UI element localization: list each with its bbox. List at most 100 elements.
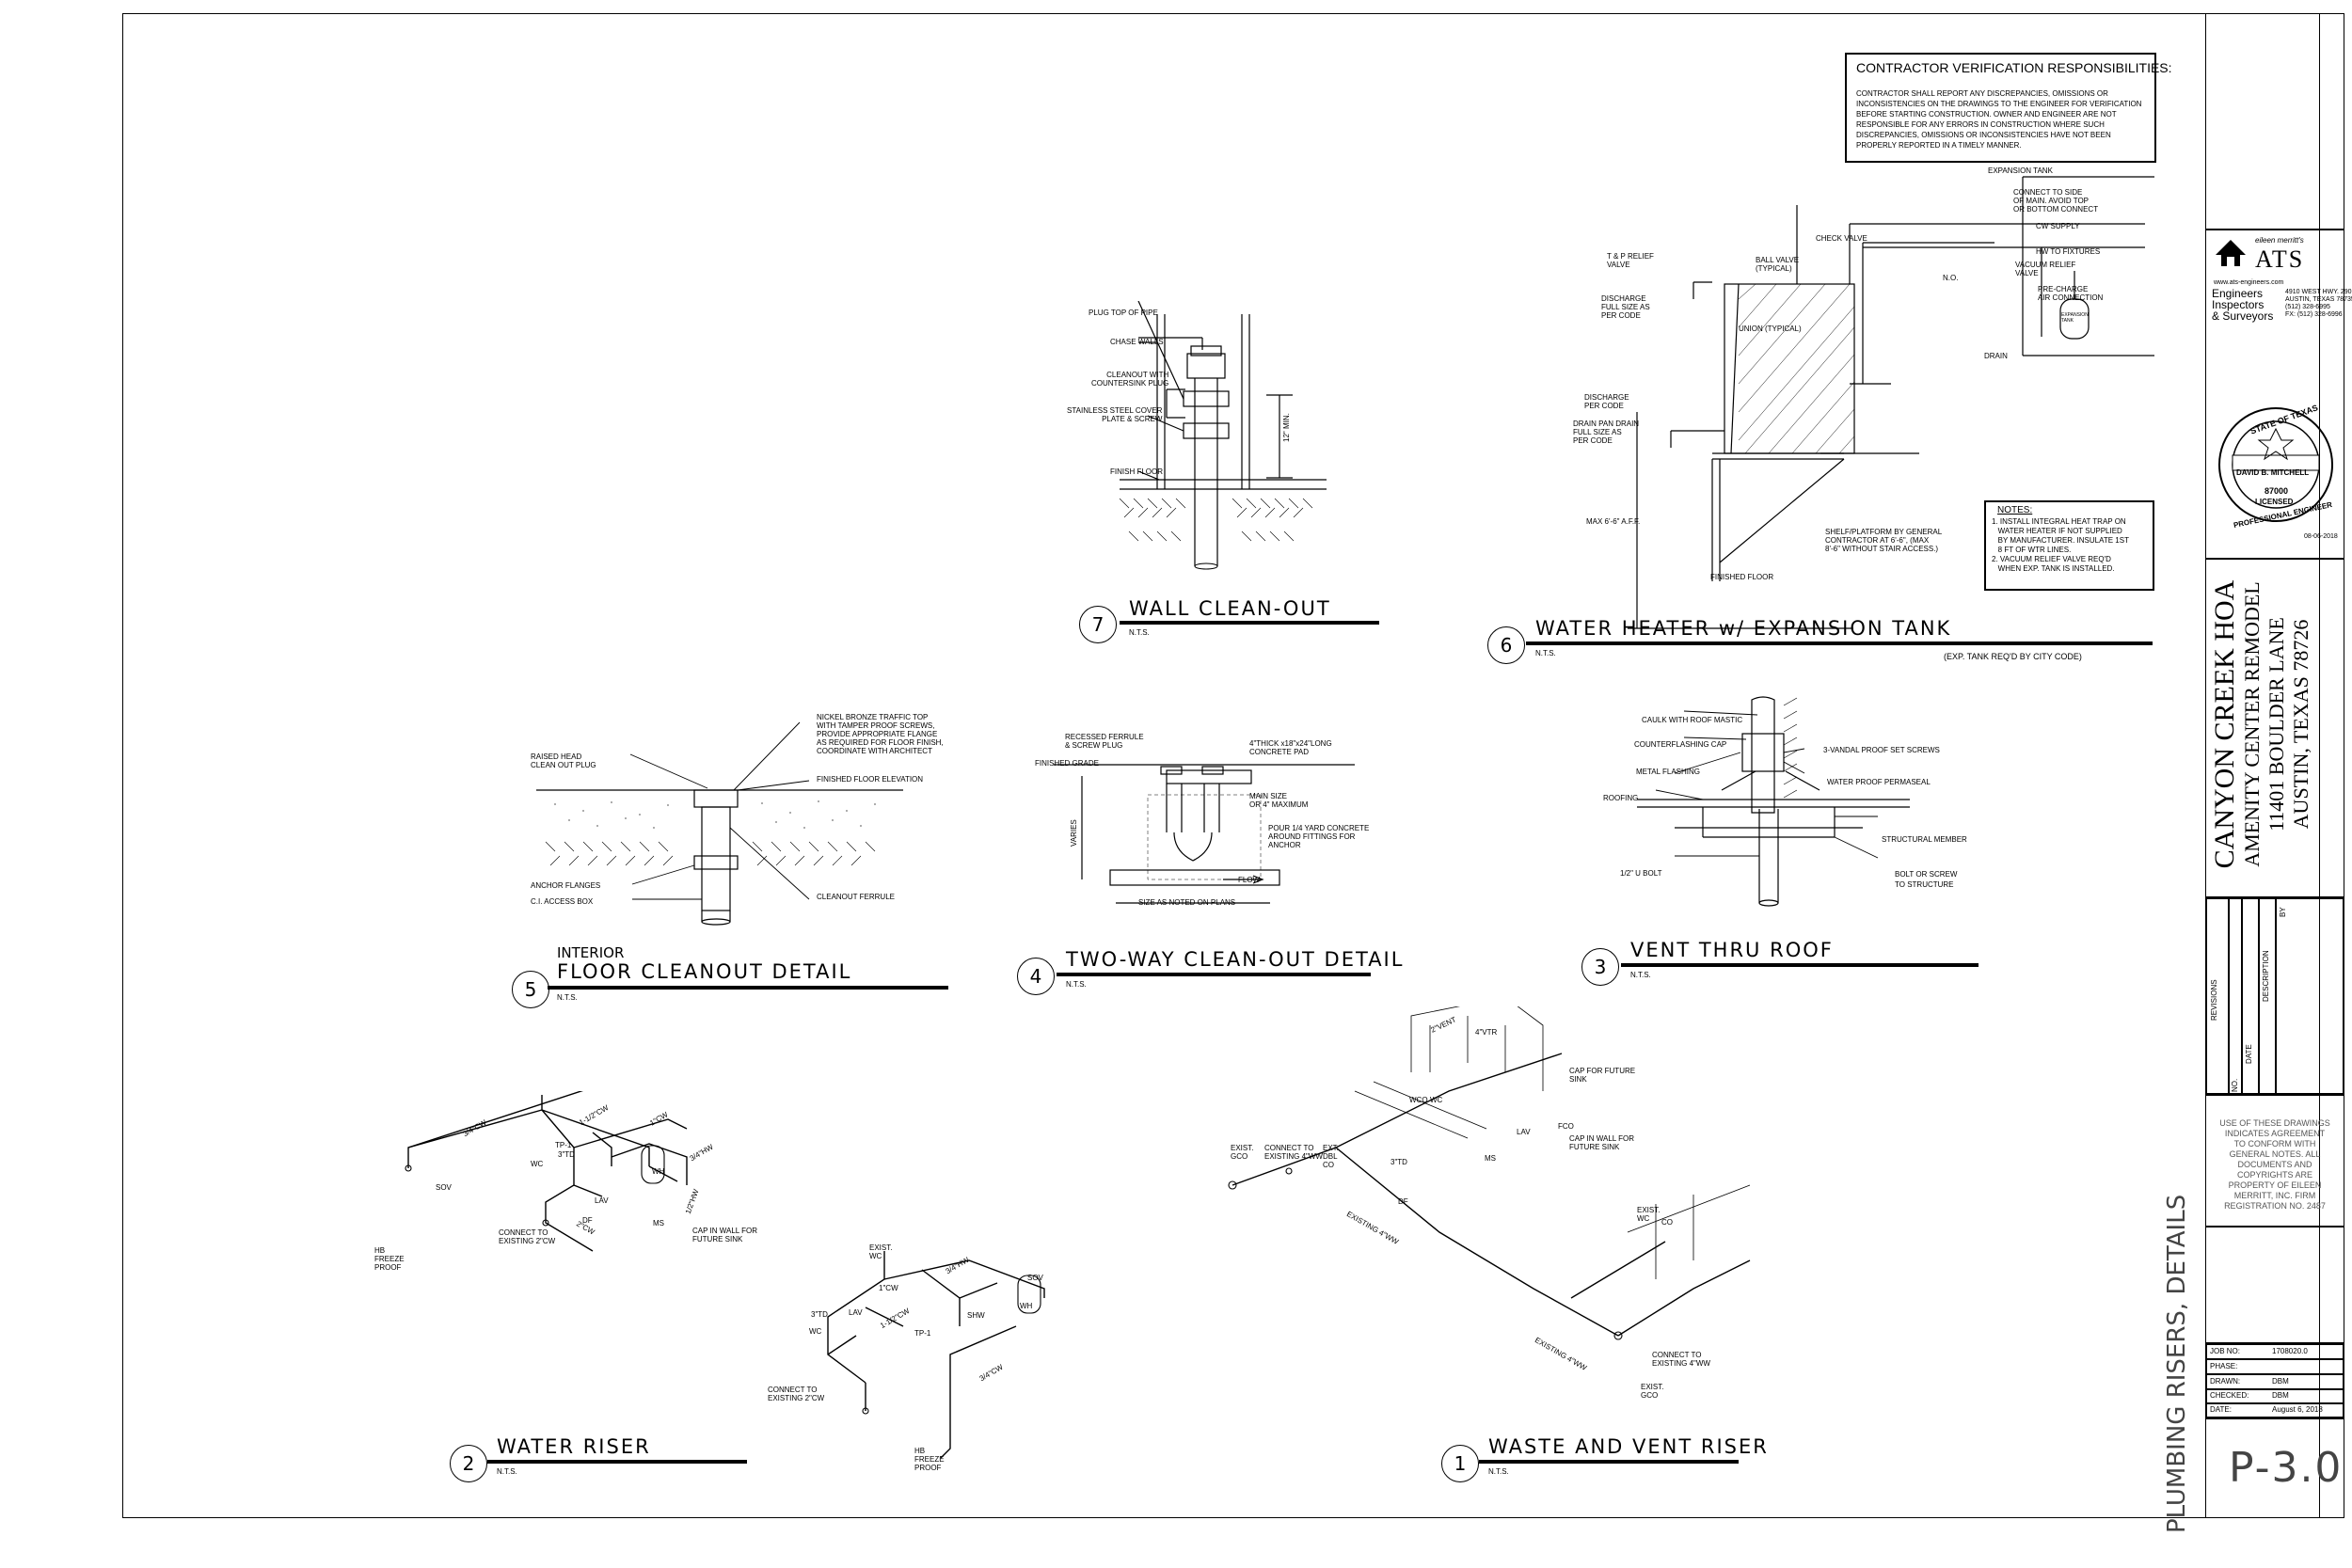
label-finish-floor: FINISH FLOOR: [1110, 467, 1164, 476]
rev-head-date: DATE: [2245, 1044, 2253, 1064]
info-val-checked: DBM: [2272, 1391, 2289, 1400]
label-12-min: 12" MIN.: [1282, 413, 1291, 442]
verification-line-1: CONTRACTOR SHALL REPORT ANY DISCREPANCIE…: [1856, 89, 2108, 98]
rev-head-desc: DESCRIPTION: [2262, 950, 2270, 1002]
wh-precharge: PRE-CHARGE AIR CONNECTION: [2038, 285, 2104, 302]
wr2-shw: SHW: [967, 1311, 985, 1320]
info-row-checked: [2206, 1389, 2344, 1403]
verification-line-5: DISCREPANCIES, OMISSIONS OR INCONSISTENC…: [1856, 131, 2111, 139]
vr-caulk: CAULK WITH ROOF MASTIC: [1642, 716, 1743, 724]
detail-2-bubble: 2: [450, 1445, 487, 1482]
project-line-2: AMENITY CENTER REMODEL: [2240, 581, 2264, 867]
project-line-4: AUSTIN, TEXAS 78726: [2289, 619, 2312, 830]
firm-logo: eileen merritt's ATS: [2214, 236, 2336, 279]
water-riser-drawing: [405, 1091, 688, 1252]
tw-pour-concrete: POUR 1/4 YARD CONCRETE AROUND FITTINGS F…: [1268, 824, 1370, 849]
label-plug-top: PLUG TOP OF PIPE: [1089, 309, 1158, 317]
wv-lav: LAV: [1517, 1128, 1531, 1136]
job-info-cell: JOB NO: 1708020.0 PHASE: DRAWN: DBM CHEC…: [2205, 1343, 2344, 1418]
detail-3-bubble: 3: [1581, 948, 1619, 986]
wr-label-cap-wall: CAP IN WALL FOR FUTURE SINK: [692, 1227, 758, 1243]
rev-head-no: NO.: [2231, 1078, 2239, 1092]
wr-label-connect: CONNECT TO EXISTING 2"CW: [499, 1228, 556, 1245]
detail-5-title: FLOOR CLEANOUT DETAIL: [557, 960, 852, 983]
fc-nickel-top: NICKEL BRONZE TRAFFIC TOP WITH TAMPER PR…: [817, 713, 944, 755]
wh-vacuum-relief: VACUUM RELIEF VALVE: [2015, 261, 2076, 277]
detail-1-bubble: 1: [1441, 1445, 1479, 1482]
rev-head-by: BY: [2279, 907, 2287, 917]
wr-label-tp1: TP-1: [555, 1141, 572, 1149]
detail-1-nts: N.T.S.: [1488, 1467, 1509, 1476]
drawing-border: [122, 13, 2320, 1518]
detail-6-nts: N.T.S.: [1535, 649, 1556, 657]
tw-main-size: MAIN SIZE OR 4" MAXIMUM: [1249, 792, 1309, 809]
tw-recessed-ferrule: RECESSED FERRULE & SCREW PLUG: [1065, 733, 1144, 750]
fc-raised-head: RAISED HEAD CLEAN OUT PLUG: [531, 752, 596, 769]
verification-title: CONTRACTOR VERIFICATION RESPONSIBILITIES…: [1856, 60, 2172, 75]
detail-4-bubble: 4: [1017, 958, 1055, 995]
wv-connect-1: CONNECT TO EXISTING 4"WW: [1264, 1144, 1323, 1161]
wh-union: UNION (TYPICAL): [1739, 325, 1802, 333]
wr2-tp1: TP-1: [914, 1329, 931, 1338]
detail-4-underline: [1057, 973, 1371, 976]
wh-finished-floor: FINISHED FLOOR: [1710, 573, 1774, 581]
label-cleanout-plug: CLEANOUT WITH COUNTERSINK PLUG: [1091, 371, 1169, 388]
seal-date: 08-06-2018: [2304, 533, 2338, 540]
copyright-text: USE OF THESE DRAWINGS INDICATES AGREEMEN…: [2219, 1118, 2330, 1211]
water-riser-2-drawing: [827, 1251, 1045, 1459]
seal-licensed: LICENSED: [2255, 498, 2294, 506]
detail-2-nts: N.T.S.: [497, 1467, 517, 1476]
wh-drain: DRAIN: [1984, 352, 2008, 360]
info-key-checked: CHECKED:: [2210, 1391, 2249, 1400]
engineer-seal: [2218, 407, 2333, 522]
info-val-date: August 6, 2018: [2272, 1405, 2323, 1414]
wv-fco: FCO: [1558, 1122, 1574, 1131]
verification-line-4: RESPONSIBLE FOR ANY ERRORS IN CONSTRUCTI…: [1856, 120, 2105, 129]
wh-hw-fixtures: HW TO FIXTURES: [2036, 247, 2101, 256]
wv-cap-wall: CAP IN WALL FOR FUTURE SINK: [1569, 1134, 1635, 1151]
fc-access-box: C.I. ACCESS BOX: [531, 897, 594, 906]
firm-line-3: & Surveyors: [2212, 309, 2274, 323]
wv-ext-dbl-co-1: EXT. DBL CO: [1323, 1144, 1339, 1169]
rev-col-desc: [2259, 898, 2276, 1094]
verification-line-2: INCONSISTENCIES ON THE DRAWINGS TO THE E…: [1856, 100, 2142, 108]
fc-finished-floor: FINISHED FLOOR ELEVATION: [817, 775, 924, 784]
detail-7-bubble: 7: [1079, 606, 1117, 643]
wv-3td: 3"TD: [1391, 1158, 1407, 1166]
wr-label-sov-1: SOV: [436, 1183, 452, 1192]
seal-number: 87000: [2265, 486, 2289, 496]
tw-size-plans: SIZE AS NOTED ON PLANS: [1138, 898, 1236, 907]
detail-3-nts: N.T.S.: [1630, 971, 1651, 979]
vr-roofing: ROOFING: [1603, 794, 1639, 802]
detail-6-title: WATER HEATER w/ EXPANSION TANK: [1535, 617, 1952, 640]
detail-2-underline: [487, 1460, 747, 1464]
project-cell: CANYON CREEK HOA AMENITY CENTER REMODEL …: [2205, 559, 2344, 897]
wr-label-lav: LAV: [595, 1196, 609, 1205]
info-val-job: 1708020.0: [2272, 1347, 2308, 1355]
detail-1-underline: [1479, 1460, 1739, 1464]
wh-ball-valve: BALL VALVE (TYPICAL): [1756, 256, 1800, 273]
detail-5-pre: INTERIOR: [557, 944, 625, 961]
rev-col-no: [2229, 898, 2242, 1094]
vr-metal-flashing: METAL FLASHING: [1636, 768, 1701, 776]
water-heater-drawing: [1628, 176, 2154, 629]
wr2-wc: WC: [809, 1327, 822, 1336]
info-key-job: JOB NO:: [2210, 1347, 2241, 1355]
wr2-3td-1: 3"TD: [811, 1310, 828, 1319]
notes-body: 1. INSTALL INTEGRAL HEAT TRAP ON WATER H…: [1992, 517, 2129, 573]
wv-4vtr-1: 4"VTR: [1475, 1028, 1498, 1037]
vr-vandal-screws: 3-VANDAL PROOF SET SCREWS: [1823, 746, 1940, 754]
wr-label-3td: 3"TD: [558, 1150, 575, 1159]
logo-top: eileen merritt's: [2255, 236, 2304, 245]
sheet-number-cell: P-3.0: [2205, 1418, 2344, 1518]
detail-6-bubble: 6: [1487, 626, 1525, 664]
wr2-sov: SOV: [1027, 1274, 1043, 1282]
wh-expansion-tank: EXPANSION TANK: [1988, 166, 2053, 175]
wr2-hb: HB FREEZE PROOF: [914, 1447, 945, 1472]
tw-flow: FLOW: [1238, 876, 1261, 884]
detail-4-nts: N.T.S.: [1066, 980, 1087, 989]
project-text: CANYON CREEK HOA AMENITY CENTER REMODEL …: [2209, 560, 2313, 889]
info-key-date: DATE:: [2210, 1405, 2232, 1414]
label-chase-walls: CHASE WALLS: [1110, 338, 1164, 346]
revisions-cell: REVISIONS NO. DATE DESCRIPTION BY: [2205, 897, 2344, 1095]
